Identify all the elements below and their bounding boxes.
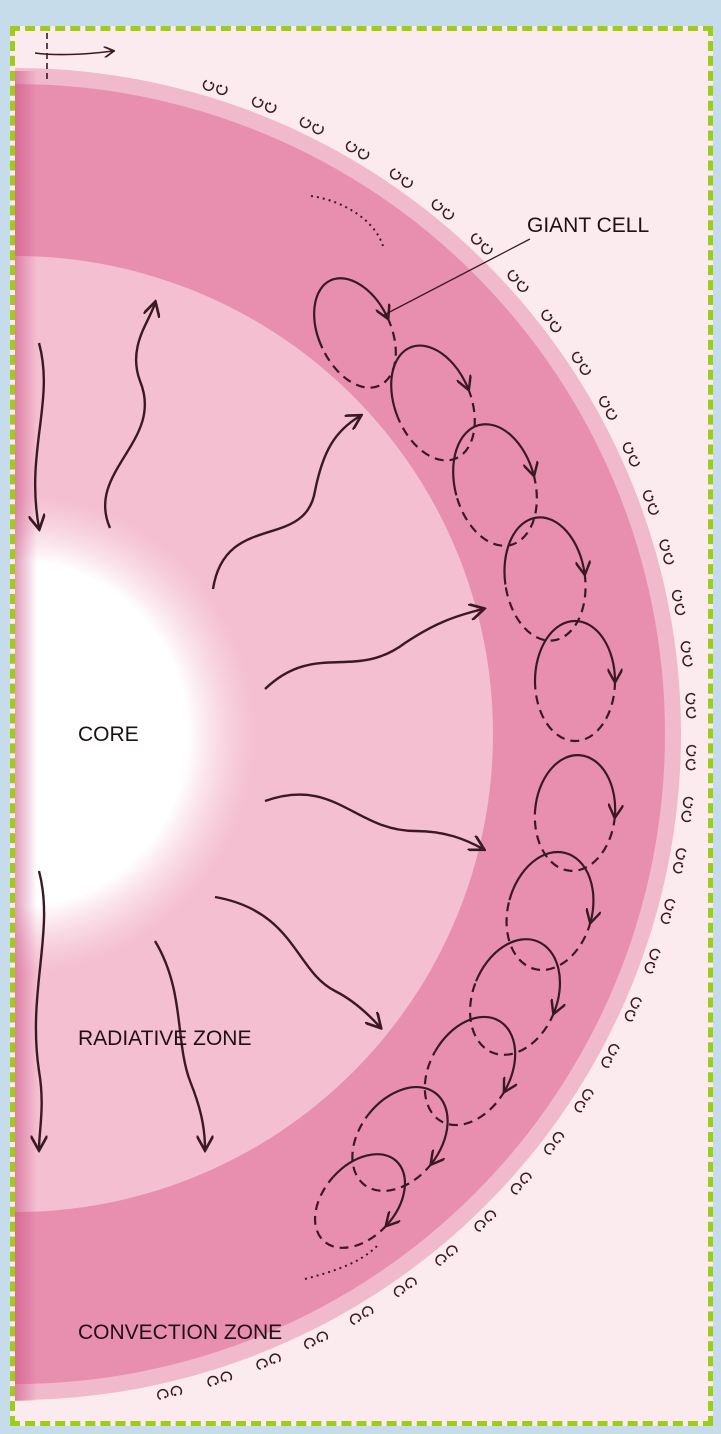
granule-swirl-icon <box>686 745 696 769</box>
granule-swirl-icon <box>682 797 694 822</box>
granule-swirl-icon <box>256 1353 282 1371</box>
granule-swirl-icon <box>157 1385 182 1399</box>
granule-swirl-icon <box>672 590 686 615</box>
diagram-frame: GIANT CELL CORE RADIATIVE ZONE CONVECTIO… <box>10 26 713 1426</box>
granule-swirl-icon <box>622 442 640 468</box>
granule-swirl-icon <box>207 1371 233 1387</box>
granule-swirl-icon <box>299 116 325 135</box>
granule-swirl-icon <box>673 848 687 873</box>
granule-swirl-icon <box>642 490 659 516</box>
granule-swirl-icon <box>600 1043 620 1068</box>
granule-swirl-icon <box>349 1305 374 1325</box>
granule-swirl-icon <box>251 96 277 113</box>
granule-swirl-icon <box>644 948 661 974</box>
granule-swirl-icon <box>686 693 696 717</box>
convection-zone-label: CONVECTION ZONE <box>78 1321 282 1345</box>
granule-swirl-icon <box>624 996 642 1022</box>
granule-swirl-icon <box>303 1331 329 1350</box>
granule-swirl-icon <box>660 899 675 925</box>
core-label: CORE <box>78 723 139 747</box>
left-edge-shade <box>15 71 37 1401</box>
granule-swirl-icon <box>659 539 674 565</box>
granule-swirl-icon <box>202 80 228 96</box>
granule-swirl-icon <box>345 140 370 160</box>
giant-cell-label: GIANT CELL <box>527 214 649 238</box>
radiative-zone-label: RADIATIVE ZONE <box>78 1027 251 1051</box>
granule-swirl-icon <box>681 641 693 666</box>
granule-swirl-icon <box>598 395 618 420</box>
